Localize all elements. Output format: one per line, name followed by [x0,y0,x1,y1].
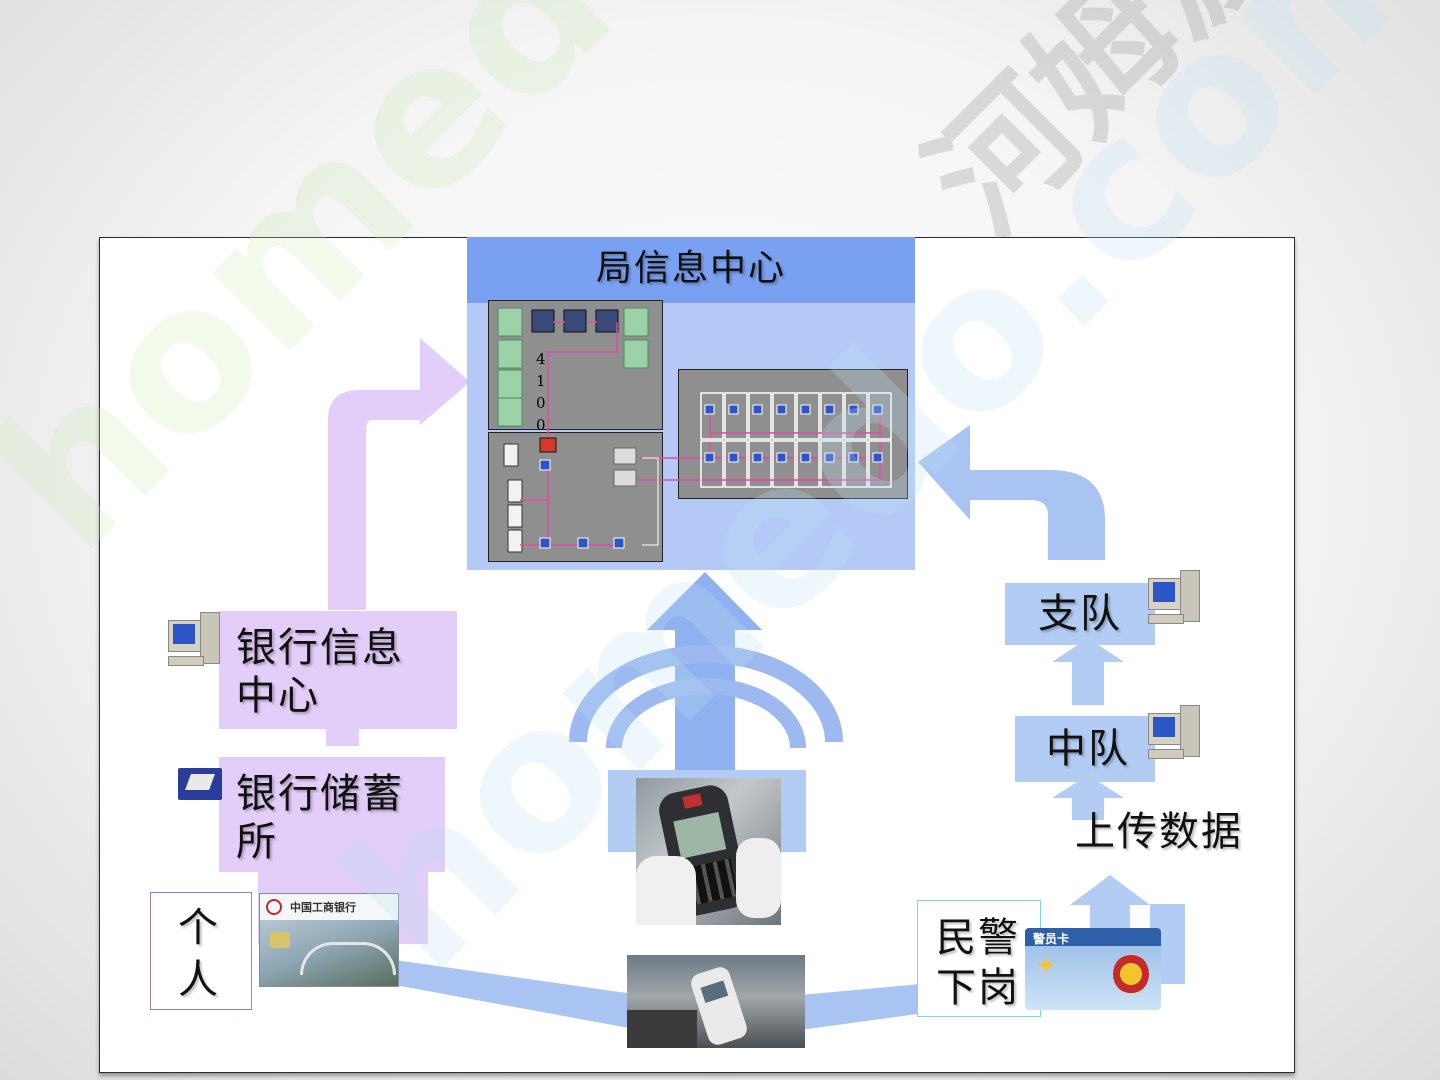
workstation-node [539,459,551,471]
workstation-node [824,452,835,463]
grid-cell [772,392,796,440]
bank-card: 中国工商银行 [259,893,399,987]
center-up-arrow [647,572,762,780]
storage-unit [503,443,519,467]
grid-cell [796,392,820,440]
rack-digit: 1 [536,372,546,390]
purple-up-arrow [328,338,470,610]
wireless-arc-outer [569,645,843,743]
server-cabinet [497,397,523,427]
grid-cell [820,440,844,488]
computer-icon [1148,570,1200,630]
firewall-unit [539,437,557,453]
network-link [642,457,659,546]
workstation-node [728,452,739,463]
grid-cell [700,392,724,440]
workstation-node [728,404,739,415]
bank-connector [326,729,359,746]
workstation-node [848,404,859,415]
grid-cell [748,440,772,488]
grid-cell [820,392,844,440]
rack-digit: 0 [536,394,546,412]
switch-unit [613,447,637,465]
grid-cell [796,440,820,488]
server-unit [531,309,555,333]
workstation-node [752,404,763,415]
handheld-terminal-photo [636,778,781,925]
printer-terminal-photo [627,955,805,1048]
center-title: 局信息中心 [595,248,786,289]
computer-icon [168,612,220,672]
bank-savings-box [219,757,445,872]
storage-unit [507,529,523,553]
grid-cell [700,440,724,488]
workstation-node [848,452,859,463]
grid-cell [844,392,868,440]
network-link [547,321,618,440]
rack-digit: 4 [536,350,546,368]
storage-unit [507,479,523,503]
workstation-node [872,452,883,463]
network-link [710,432,880,481]
server-cabinet [497,339,523,369]
detachment-box [1005,583,1155,645]
workstation-node [577,537,589,549]
grid-cell [724,392,748,440]
storage-unit [507,504,523,528]
workstation-node [539,537,551,549]
switch-unit [613,469,637,487]
police-card: 警员卡 [1025,928,1161,1010]
individual-box [150,892,252,1010]
workstation-node [752,452,763,463]
workstation-node [776,404,787,415]
workstation-node [800,452,811,463]
bank-info-center-box [219,611,457,729]
blue-curved-arrow [918,425,1105,560]
workstation-node [824,404,835,415]
server-unit [563,309,587,333]
bank-info-center-label: 银行信息中心 [236,625,404,719]
squadron-box [1015,716,1155,782]
rack-digit: 0 [536,416,546,434]
squadron-label: 中队 [1046,726,1130,772]
police-card-name: 警员卡 [1033,932,1070,946]
police-duty-label: 民警下岗 [936,915,1020,1011]
grid-cell [748,392,772,440]
center-title-bar [467,237,915,303]
upload-data-label: 上传数据 [1075,809,1243,855]
detachment-label: 支队 [1038,591,1122,637]
band-left [395,960,640,1030]
workstation-node [800,404,811,415]
workstation-node [704,452,715,463]
arrow-upload-squadron [1052,775,1124,820]
workstation-node [776,452,787,463]
workstation-node [704,404,715,415]
individual-label: 个人 [178,905,220,1003]
server-cabinet [623,339,649,369]
server-unit [595,309,619,333]
bank-savings-label: 银行储蓄所 [236,771,404,865]
printer-icon [178,768,222,800]
police-duty-box [917,900,1041,1017]
grid-cell [724,440,748,488]
network-link [520,410,881,546]
server-cabinet [623,307,649,337]
rack-digits: 4 1 0 0 [536,348,550,436]
arrow-squadron-detachment [1052,638,1124,705]
wireless-arc-inner [606,678,806,749]
computer-icon [1148,705,1200,765]
grid-cell [844,440,868,488]
grid-cell [772,440,796,488]
server-cabinet [497,307,523,337]
workstation-node [872,404,883,415]
bank-card-name: 中国工商银行 [290,901,356,914]
grid-cell [868,440,892,488]
server-cabinet [497,369,523,399]
grid-cell [868,392,892,440]
workstation-node [613,537,625,549]
